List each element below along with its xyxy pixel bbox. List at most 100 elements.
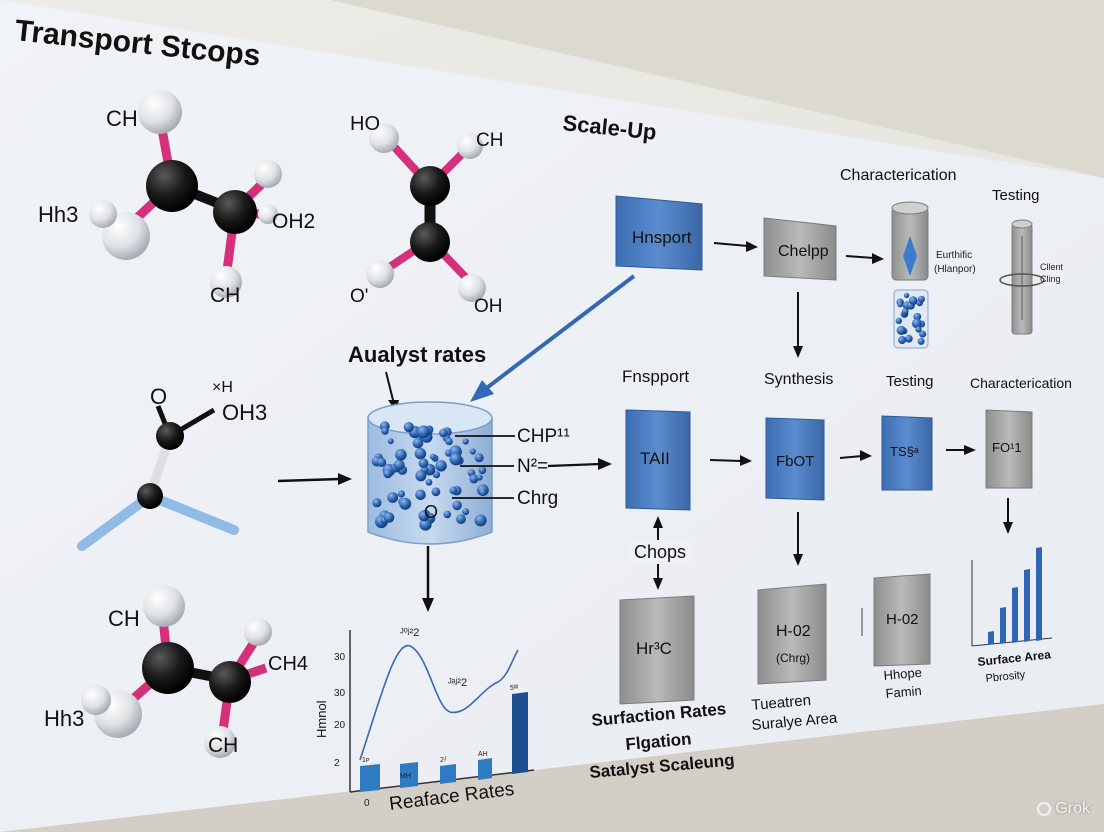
bead	[452, 500, 462, 511]
graph-peak-2: ᴶᵃʲ²2	[448, 677, 467, 689]
bead	[393, 459, 405, 471]
bead	[474, 514, 487, 527]
bead	[898, 336, 907, 344]
chops-label: Chops	[634, 542, 686, 562]
bead	[415, 489, 426, 501]
bead	[439, 428, 448, 438]
bead	[449, 486, 458, 495]
bead	[476, 474, 483, 481]
wall-top	[330, 0, 1104, 178]
mini-bar-2	[1000, 607, 1006, 644]
bottom-box-2-line1: H-02	[776, 623, 811, 640]
graph-bar-1	[360, 764, 380, 792]
graph-bar-4	[478, 758, 492, 780]
grok-logo-icon	[1037, 802, 1052, 816]
watermark: Grok	[1037, 800, 1090, 818]
mid-header-3: Testing	[886, 373, 934, 390]
bead	[896, 325, 906, 335]
top-flow: Hnsport Chelpp Characterication Eurthifi…	[615, 167, 1064, 358]
graph-ytick-3: 20	[334, 720, 346, 731]
bead	[395, 449, 407, 461]
bead	[469, 448, 476, 455]
char-side-1: Eurthific	[936, 250, 972, 261]
mol3-right-label: OH3	[222, 400, 267, 425]
bottom-label-2a: Tueatren	[751, 692, 812, 714]
bead	[418, 510, 430, 522]
graph-ytick-5: 2	[334, 758, 340, 769]
bead	[917, 295, 925, 303]
catalyst-heading: Aualyst rates	[348, 342, 486, 367]
bead	[383, 512, 395, 523]
bead	[415, 470, 427, 482]
mid-box-1: TAII	[640, 449, 670, 468]
mid-header-4: Characterication	[970, 375, 1072, 391]
mol1-bottom-label: CH	[210, 284, 240, 307]
bead	[435, 460, 447, 472]
molecule-1: CH Hh3 OH2 CH	[38, 90, 315, 307]
apparatus-beads	[895, 292, 927, 345]
bead	[479, 489, 487, 496]
bead	[397, 490, 405, 498]
bottom-label-3b: Famin	[885, 683, 922, 701]
arrow-to-catalyst	[277, 473, 352, 485]
mol4-right-label: CH4	[268, 653, 308, 675]
mini-bar-4	[1024, 569, 1030, 642]
bead	[419, 518, 432, 531]
catalyst-inner-label: O	[424, 502, 438, 522]
bead	[412, 437, 424, 449]
mol2-top-left-label: HO	[350, 113, 380, 135]
mid-header-1: Fnspport	[622, 367, 689, 386]
mini-bar-1	[988, 631, 994, 645]
mol3-o-label: O	[150, 384, 167, 409]
mid-box-3: TS§ᵃ	[890, 444, 919, 459]
bead	[431, 487, 441, 497]
mol4-top-label: CH	[108, 606, 140, 631]
bead	[443, 510, 452, 519]
mid-header-2: Synthesis	[764, 371, 833, 388]
catalyst-beads	[371, 421, 489, 531]
bead	[917, 337, 925, 345]
chops-arrow: Chops	[628, 516, 692, 590]
graph-bar-3	[440, 764, 456, 784]
graph-bar-2	[400, 762, 418, 788]
mol1-top-label: CH	[106, 106, 138, 131]
bead	[399, 497, 412, 510]
bead	[387, 492, 399, 503]
mol1-right-label: OH2	[272, 210, 315, 233]
bead	[895, 317, 902, 324]
graph-bar-label-3: 2ᴶ	[440, 757, 447, 764]
bead	[915, 326, 922, 333]
catalyst-label-2: N²=	[517, 456, 548, 477]
mini-bar-3	[1012, 587, 1018, 643]
top-characterization-label: Characterication	[840, 167, 957, 184]
bead	[897, 301, 903, 308]
bottom-label-3a: Hhope	[883, 665, 922, 683]
bottom-box-3: H-02	[886, 611, 919, 628]
bead	[911, 318, 922, 329]
bead	[469, 474, 479, 484]
bead	[429, 453, 437, 460]
graph-bar-label-4: AH	[478, 751, 488, 758]
bead	[904, 334, 913, 343]
bead	[474, 453, 484, 463]
bead	[417, 425, 430, 439]
graph-bar-5	[512, 692, 528, 774]
bead	[462, 438, 469, 445]
mol3-x-label: ×H	[212, 379, 233, 396]
mol2-bottom-left-label: O'	[350, 286, 368, 307]
test-side-2: Cling	[1040, 274, 1061, 284]
mol2-bottom-right-label: OH	[474, 296, 503, 317]
wall-bottom	[0, 704, 1104, 832]
molecule-4: CH Hh3 CH4 CH	[44, 585, 308, 758]
mol4-left-label: Hh3	[44, 706, 84, 731]
big-blue-arrow	[470, 274, 636, 402]
bead	[387, 438, 394, 445]
catalyst-container: Aualyst rates O CHP¹¹ N²= Chrg	[348, 342, 570, 545]
bead	[381, 427, 389, 435]
graph-bar-label-5: 5ᵂ	[510, 685, 519, 692]
bead	[478, 466, 487, 475]
bead	[901, 308, 909, 315]
bead	[919, 330, 927, 338]
